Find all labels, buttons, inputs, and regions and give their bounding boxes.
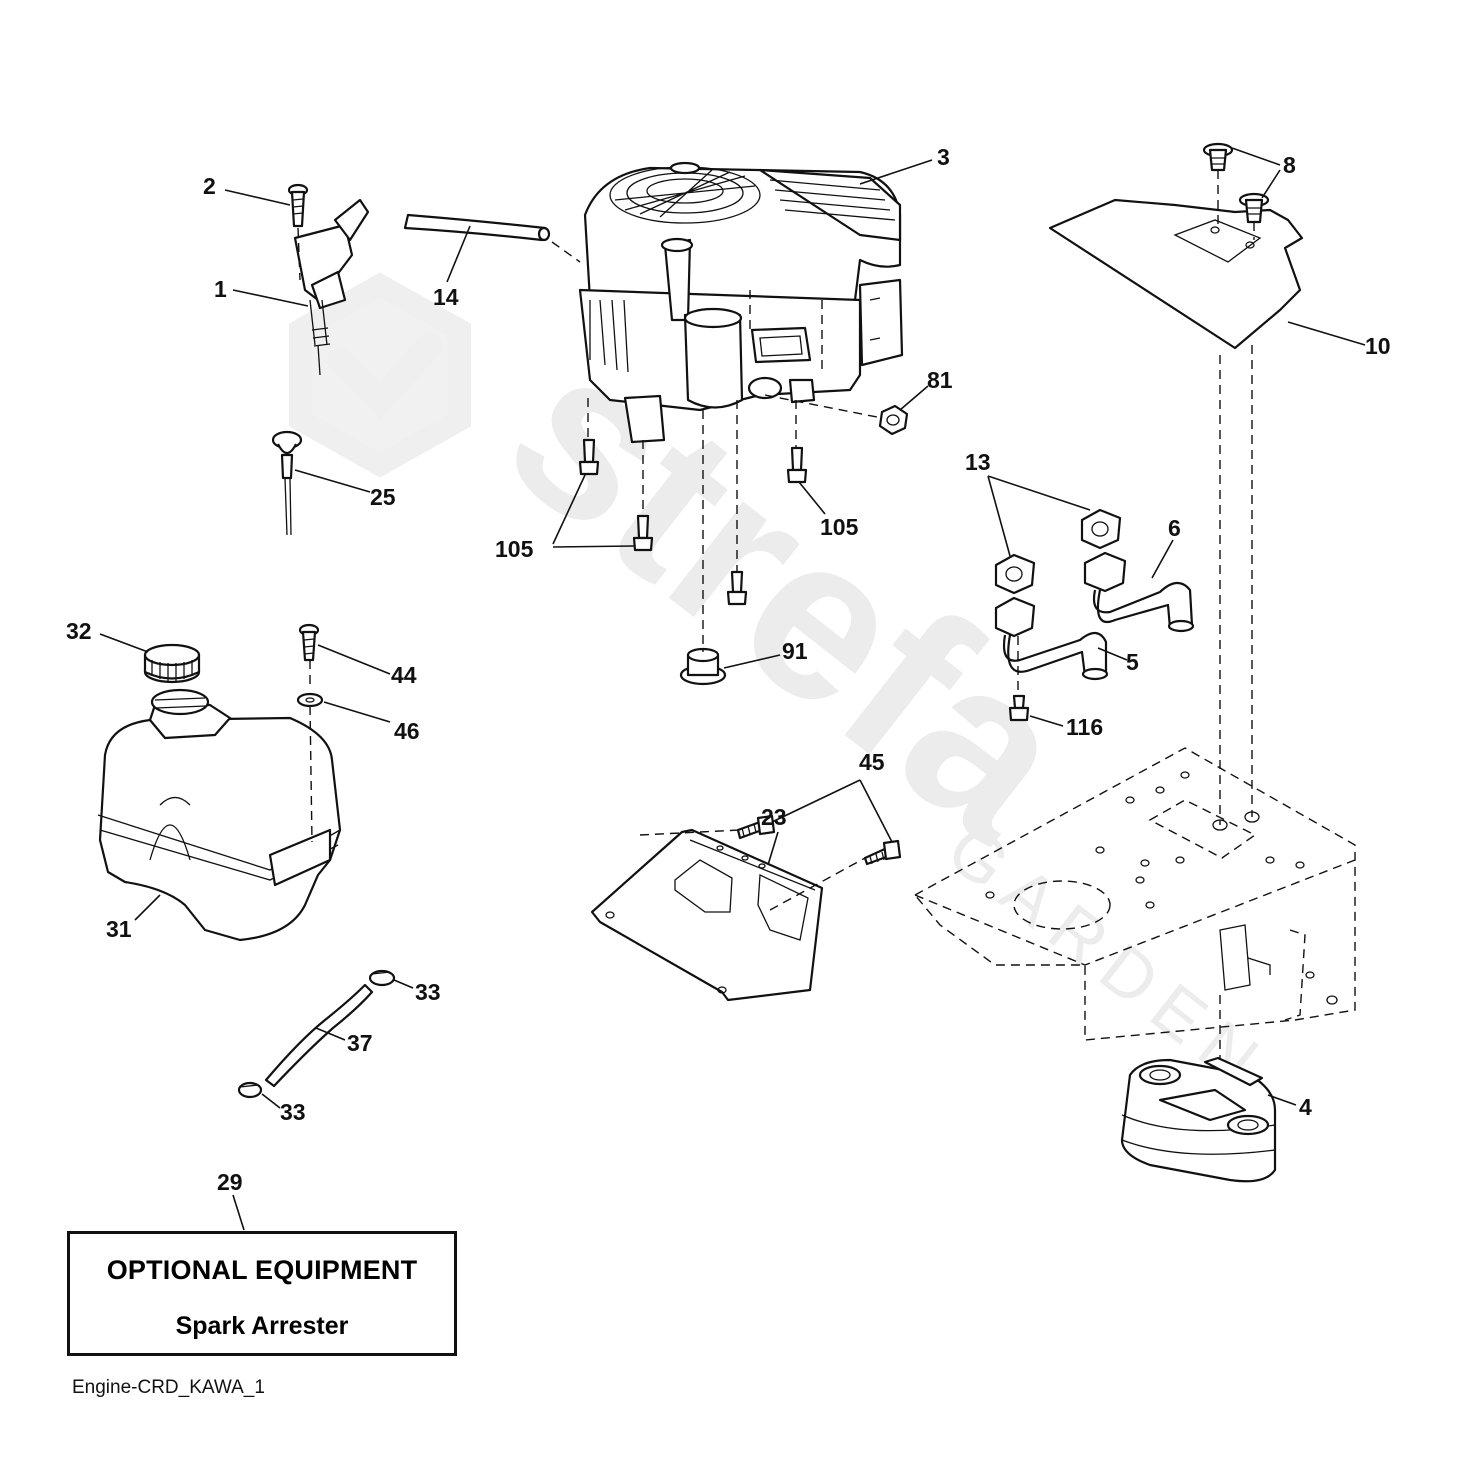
screw-8-a <box>1202 142 1234 172</box>
engine-plate <box>590 828 824 1002</box>
exhaust-pipe-6 <box>1083 551 1195 633</box>
bolt-105-c <box>726 570 748 606</box>
callout-4: 4 <box>1299 1094 1312 1120</box>
washer-46 <box>296 692 324 708</box>
callout-labels: 1 2 3 4 5 6 8 10 13 14 23 25 29 31 32 33… <box>66 144 1391 1195</box>
screw-45-a <box>736 814 776 840</box>
bolt-116 <box>1008 694 1030 722</box>
muffler <box>1120 1056 1277 1183</box>
callout-5: 5 <box>1126 649 1139 675</box>
hose-14 <box>403 213 551 242</box>
watermark-logo <box>289 272 471 478</box>
callout-105-b: 105 <box>820 514 859 540</box>
heat-shield <box>1048 198 1304 350</box>
bolt-105-b <box>632 514 654 552</box>
callout-116: 116 <box>1066 714 1103 740</box>
callout-6: 6 <box>1168 515 1181 541</box>
callout-10: 10 <box>1365 333 1391 359</box>
screw-8-b <box>1238 192 1270 224</box>
optional-equipment-subtitle: Spark Arrester <box>175 1312 349 1340</box>
fuel-cap <box>143 643 201 684</box>
callout-32: 32 <box>66 618 92 644</box>
callout-3: 3 <box>937 144 950 170</box>
assembly-lines <box>297 170 1255 1060</box>
bolt-105-d <box>786 446 808 484</box>
exhaust-pipe-5 <box>994 596 1109 681</box>
callout-2: 2 <box>203 173 216 199</box>
callout-37: 37 <box>347 1030 373 1056</box>
callout-8: 8 <box>1283 152 1296 178</box>
screw-2 <box>287 183 309 228</box>
callout-23: 23 <box>761 804 787 830</box>
callout-14: 14 <box>433 284 459 310</box>
callout-31: 31 <box>106 916 132 942</box>
callout-105-a: 105 <box>495 536 534 562</box>
screw-44 <box>298 623 320 662</box>
clamp-33-b <box>237 1081 263 1099</box>
callout-1: 1 <box>214 276 227 302</box>
spacer-91 <box>679 647 727 686</box>
screw-45-b <box>863 839 902 866</box>
callout-13: 13 <box>965 449 991 475</box>
dipstick <box>271 430 303 536</box>
optional-equipment-box: OPTIONAL EQUIPMENT Spark Arrester <box>67 1231 457 1356</box>
fuel-line <box>264 983 374 1088</box>
callout-33-b: 33 <box>280 1099 306 1125</box>
callout-25: 25 <box>370 484 396 510</box>
gasket-13-a <box>1080 508 1122 550</box>
diagram-id: Engine-CRD_KAWA_1 <box>72 1377 265 1398</box>
gasket-13-b <box>994 553 1036 595</box>
engine <box>578 161 904 444</box>
callout-29: 29 <box>217 1169 243 1195</box>
callout-46: 46 <box>394 718 420 744</box>
bolt-105-a <box>578 438 600 476</box>
callout-33-a: 33 <box>415 979 441 1005</box>
throttle-control <box>293 198 370 376</box>
optional-equipment-title: OPTIONAL EQUIPMENT <box>106 1255 418 1285</box>
callout-45: 45 <box>859 749 885 775</box>
nut-81 <box>878 404 909 436</box>
callout-44: 44 <box>391 662 417 688</box>
clamp-33-a <box>368 969 396 987</box>
callout-91: 91 <box>782 638 808 664</box>
leader-lines <box>99 147 1366 1231</box>
fuel-tank <box>97 688 342 942</box>
callout-81: 81 <box>927 367 953 393</box>
